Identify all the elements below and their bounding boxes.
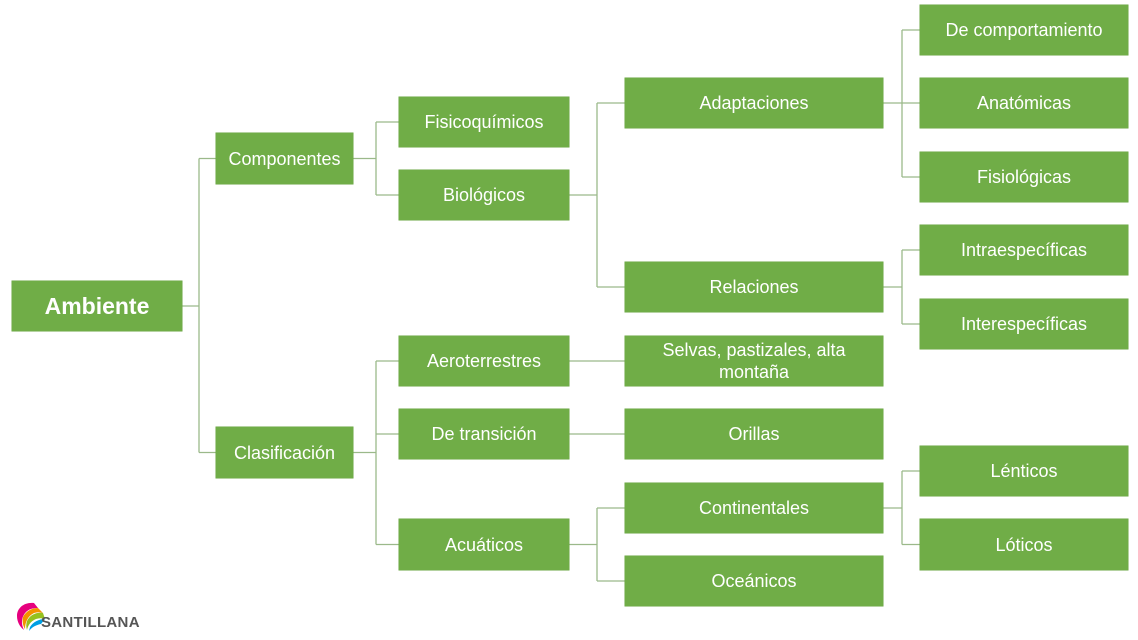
node-selvas: Selvas, pastizales, alta montaña [625, 336, 883, 386]
node-label: Lénticos [990, 461, 1058, 481]
node-label: De transición [431, 424, 537, 444]
node-label: Interespecíficas [960, 314, 1088, 334]
node-fisiologicas: Fisiológicas [920, 152, 1128, 202]
node-label: Oceánicos [711, 571, 797, 591]
node-label: Anatómicas [976, 93, 1072, 113]
node-loticos: Lóticos [920, 519, 1128, 570]
node-clasificacion: Clasificación [216, 427, 353, 478]
node-de-transicion: De transición [399, 409, 569, 459]
node-continentales: Continentales [625, 483, 883, 533]
santillana-logo-icon [17, 602, 45, 631]
node-componentes: Componentes [216, 133, 353, 184]
node-label: Fisiológicas [976, 167, 1072, 187]
node-label: Componentes [228, 148, 341, 169]
santillana-logo-text: SANTILLANA [41, 614, 140, 631]
node-label: Aeroterrestres [426, 351, 542, 371]
node-relaciones: Relaciones [625, 262, 883, 312]
node-intraespecificas: Intraespecíficas [920, 225, 1128, 275]
node-orillas: Orillas [625, 409, 883, 459]
node-de-comportamiento: De comportamiento [920, 5, 1128, 55]
node-interespecificas: Interespecíficas [920, 299, 1128, 349]
node-lenticos: Lénticos [920, 446, 1128, 496]
node-label: Adaptaciones [699, 93, 809, 113]
node-fisicoquimicos: Fisicoquímicos [399, 97, 569, 147]
node-ambiente: Ambiente [12, 281, 182, 331]
node-aeroterrestres: Aeroterrestres [399, 336, 569, 386]
santillana-logo: SANTILLANA [14, 600, 144, 634]
node-label: Biológicos [442, 185, 526, 205]
node-label: Continentales [698, 498, 810, 518]
node-label: Relaciones [709, 277, 799, 297]
node-adaptaciones: Adaptaciones [625, 78, 883, 128]
node-label: Acuáticos [444, 534, 524, 555]
node-label: Orillas [728, 424, 780, 444]
node-label: Selvas, pastizales, alta montaña [662, 340, 846, 382]
node-label: Clasificación [233, 442, 336, 463]
node-anatomicas: Anatómicas [920, 78, 1128, 128]
node-label: Lóticos [995, 534, 1053, 555]
node-label: Ambiente [44, 293, 150, 319]
node-biologicos: Biológicos [399, 170, 569, 220]
node-label: Intraespecíficas [960, 240, 1088, 260]
node-label: Fisicoquímicos [424, 112, 544, 132]
node-label: De comportamiento [945, 20, 1103, 40]
node-acuaticos: Acuáticos [399, 519, 569, 570]
node-oceanicos: Oceánicos [625, 556, 883, 606]
